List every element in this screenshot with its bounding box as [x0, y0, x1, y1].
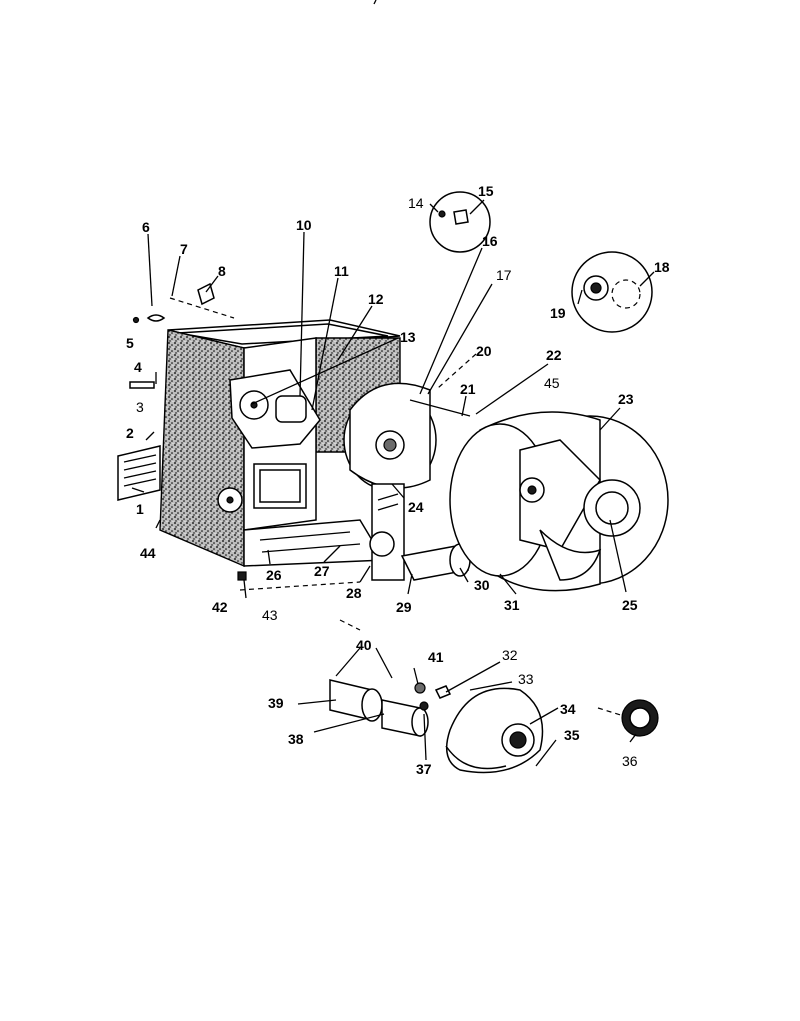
callout-10: 10: [296, 217, 312, 233]
callout-32: 32: [502, 647, 518, 663]
callout-20: 20: [476, 343, 492, 359]
callout-33: 33: [518, 671, 534, 687]
callout-44: 44: [140, 545, 156, 561]
inset-18-19: [571, 251, 653, 333]
callout-39: 39: [268, 695, 284, 711]
callout-27: 27: [314, 563, 330, 579]
small-hardware-left: [129, 282, 235, 441]
callout-11: 11: [334, 263, 349, 279]
callout-45: 45: [544, 375, 560, 391]
top-mark: [373, 0, 377, 5]
callout-37: 37: [416, 761, 432, 777]
lower-front-panel: [369, 483, 405, 581]
front-bulkhead: [343, 382, 471, 491]
callout-21: 21: [460, 381, 476, 397]
callout-31: 31: [504, 597, 520, 613]
callout-16: 16: [482, 233, 498, 249]
callout-35: 35: [564, 727, 580, 743]
callout-7: 7: [180, 241, 188, 257]
callout-4: 4: [134, 359, 142, 375]
callout-41: 41: [428, 649, 444, 665]
callout-12: 12: [368, 291, 384, 307]
callout-22: 22: [546, 347, 562, 363]
callout-2: 2: [126, 425, 134, 441]
callout-14: 14: [408, 195, 424, 211]
callout-labels: 1 2 3 4 5 6 7 8 10 11 12 13 14 15 16 17 …: [126, 183, 670, 777]
callout-24: 24: [408, 499, 424, 515]
callout-19: 19: [550, 305, 566, 321]
callout-6: 6: [142, 219, 150, 235]
callout-36: 36: [622, 753, 638, 769]
cabinet: [159, 319, 401, 581]
callout-43: 43: [262, 607, 278, 623]
callout-17: 17: [496, 267, 512, 283]
callout-26: 26: [266, 567, 282, 583]
callout-8: 8: [218, 263, 226, 279]
callout-15: 15: [478, 183, 494, 199]
callout-23: 23: [618, 391, 634, 407]
inset-14-15: [429, 191, 491, 253]
callout-34: 34: [560, 701, 576, 717]
callout-28: 28: [346, 585, 362, 601]
callout-29: 29: [396, 599, 412, 615]
leader-lines: [131, 199, 655, 767]
vent-panel: [117, 445, 161, 501]
callout-25: 25: [622, 597, 638, 613]
callout-13: 13: [400, 329, 416, 345]
callout-42: 42: [212, 599, 228, 615]
blower-parts: [329, 679, 659, 774]
callout-30: 30: [474, 577, 490, 593]
drum-assembly: [449, 411, 669, 592]
callout-18: 18: [654, 259, 670, 275]
callout-5: 5: [126, 335, 134, 351]
callout-38: 38: [288, 731, 304, 747]
callout-3: 3: [136, 399, 144, 415]
callout-1: 1: [136, 501, 144, 517]
callout-40: 40: [356, 637, 372, 653]
